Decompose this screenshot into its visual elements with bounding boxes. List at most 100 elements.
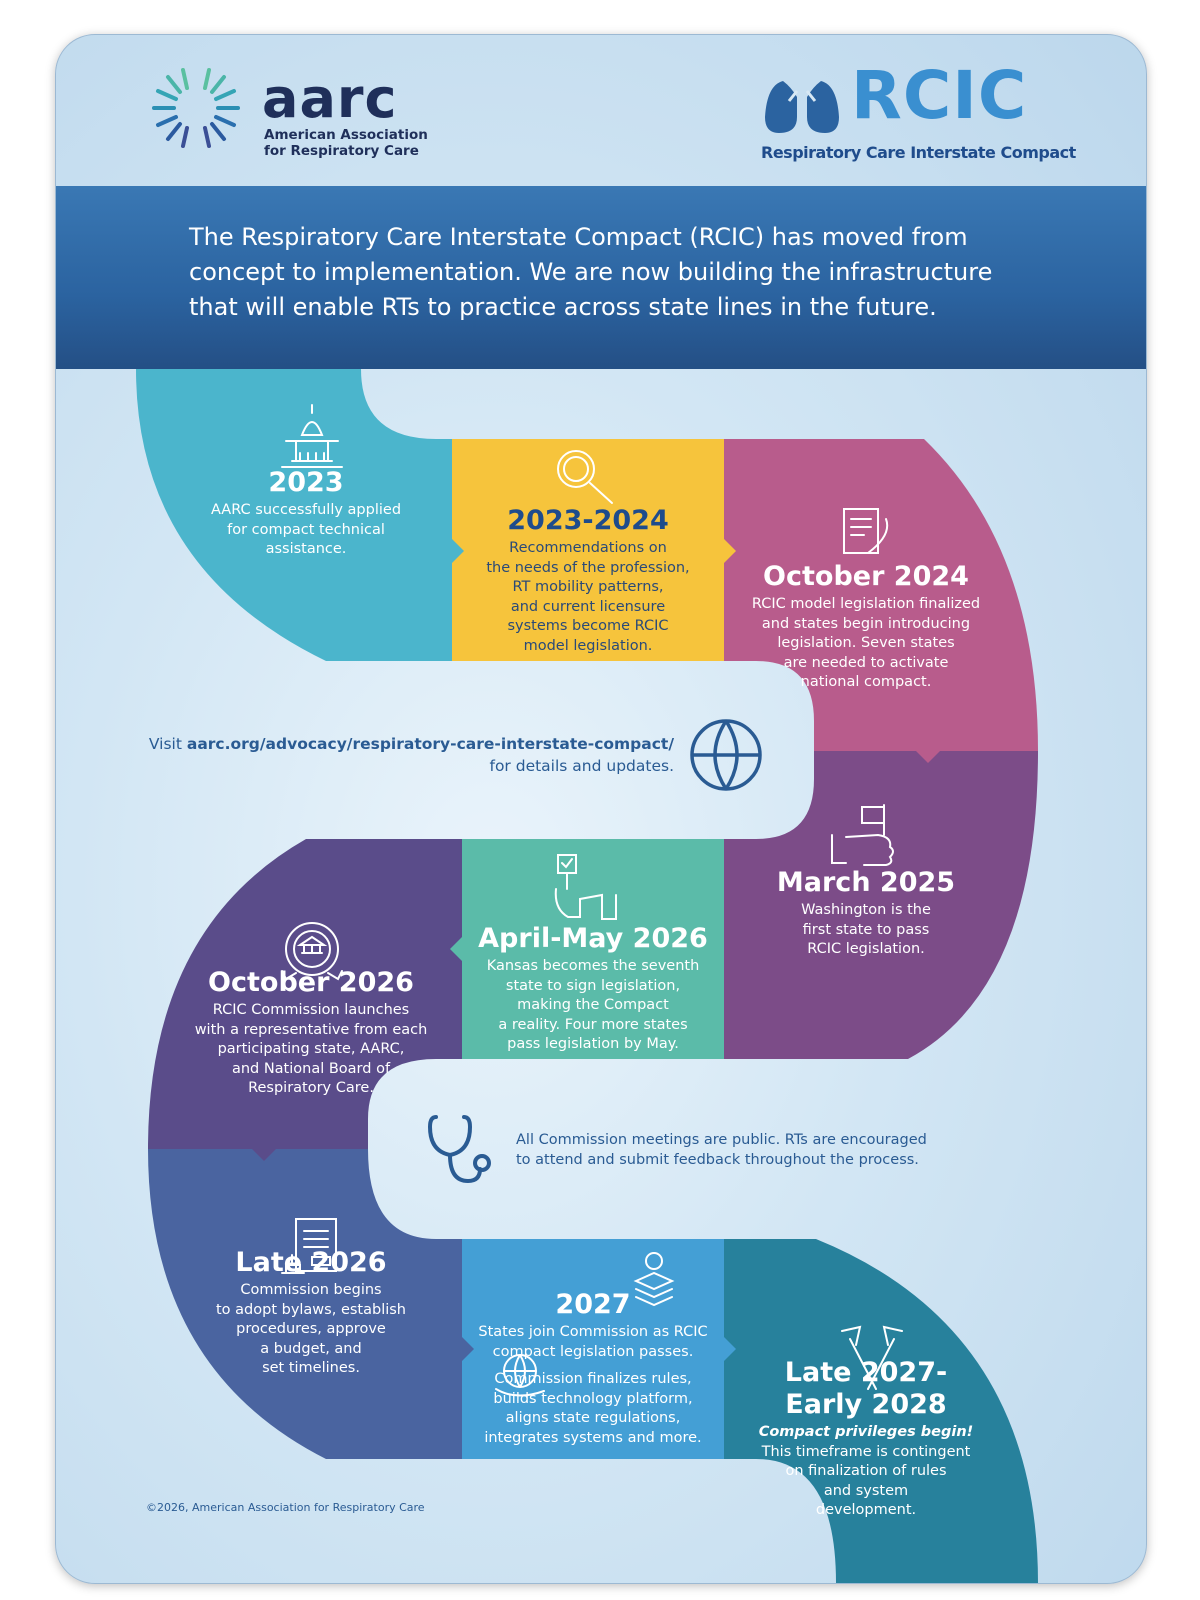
- timeline-text: development.: [815, 1502, 917, 1518]
- timeline-text: procedures, approve: [236, 1321, 386, 1337]
- timeline-text: set timelines.: [262, 1360, 360, 1376]
- timeline-text: on finalization of rules: [785, 1463, 947, 1479]
- band-2023-2024: [452, 439, 724, 661]
- timeline-item-late-2026: Late 2026 Commission begins to adopt byl…: [196, 1247, 426, 1379]
- intro-banner: The Respiratory Care Interstate Compact …: [56, 186, 1146, 369]
- timeline-text: with a representative from each: [194, 1021, 428, 1038]
- band-march-2025: [724, 751, 1038, 1059]
- intro-line: concept to implementation. We are now bu…: [189, 258, 993, 286]
- timeline-text: pass legislation by May.: [507, 1036, 679, 1052]
- stethoscope-icon: [428, 1115, 491, 1184]
- timeline-text: builds technology platform,: [493, 1390, 693, 1407]
- infographic-card: aarc American Association for Respirator…: [55, 34, 1147, 1584]
- timeline-text: AARC successfully applied: [210, 502, 402, 518]
- hand-flag-icon: [831, 804, 894, 866]
- timeline-text: first state to pass: [802, 921, 930, 938]
- band-late-2026: [148, 1149, 462, 1459]
- timeline-text: RT mobility patterns,: [512, 579, 664, 595]
- timeline-year: Early 2028: [785, 1389, 947, 1420]
- aarc-wordmark: aarc: [262, 67, 398, 130]
- timeline-text: and current licensure: [510, 598, 666, 615]
- timeline-text: Commission begins: [240, 1282, 382, 1298]
- band-2027: [462, 1239, 724, 1459]
- rcic-tagline: Respiratory Care Interstate Compact: [761, 143, 1076, 162]
- timeline-text: Respiratory Care.: [248, 1080, 374, 1096]
- crossed-flags-icon: [841, 1325, 903, 1390]
- timeline-text: systems become RCIC: [507, 618, 669, 634]
- aarc-name-line1: American Association: [264, 127, 428, 143]
- timeline-text: making the Compact: [517, 997, 669, 1013]
- timeline-text: aligns state regulations,: [505, 1410, 681, 1426]
- timeline-text: and states begin introducing: [761, 615, 971, 632]
- timeline-text: Kansas becomes the seventh: [486, 958, 700, 974]
- intro-line: that will enable RTs to practice across …: [189, 293, 937, 321]
- timeline-text: States join Commission as RCIC: [478, 1324, 708, 1340]
- band-october-2026: [148, 839, 462, 1149]
- band-2023: [136, 369, 452, 661]
- timeline-item-2027: 2027 States join Commission as RCIC comp…: [462, 1289, 724, 1448]
- timeline-text: state to sign legislation,: [505, 977, 681, 994]
- aarc-logo: aarc American Association for Respirator…: [146, 63, 428, 159]
- timeline-text: integrates systems and more.: [484, 1429, 702, 1446]
- band-october-2024: [724, 439, 1038, 751]
- timeline-text: Washington is the: [801, 902, 931, 918]
- timeline-text: and system: [823, 1482, 909, 1499]
- timeline-year: Late 2026: [235, 1247, 387, 1278]
- visit-info: Visit aarc.org/advocacy/respiratory-care…: [134, 733, 674, 777]
- timeline-item-october-2024: October 2024 RCIC model legislation fina…: [736, 561, 996, 693]
- magnifier-icon: [557, 450, 613, 504]
- timeline-text: This timeframe is contingent: [761, 1443, 971, 1460]
- globe-icon: [690, 719, 762, 791]
- timeline-text: for compact technical: [227, 521, 385, 538]
- gear-layers-icon: [633, 1252, 675, 1307]
- timeline-year: April-May 2026: [478, 923, 708, 954]
- timeline-text: participating state, AARC,: [217, 1041, 405, 1057]
- meetings-info: All Commission meetings are public. RTs …: [516, 1131, 956, 1170]
- visit-prefix: Visit: [148, 735, 187, 753]
- timeline-year: March 2025: [776, 867, 956, 898]
- timeline-text: the needs of the profession,: [486, 559, 690, 576]
- lungs-icon: [765, 65, 839, 133]
- meetings-line: to attend and submit feedback throughout…: [516, 1151, 919, 1168]
- timeline-text: and National Board of: [231, 1060, 391, 1077]
- timeline-item-march-2025: March 2025 Washington is the first state…: [756, 867, 976, 960]
- intro-text: The Respiratory Care Interstate Compact …: [189, 220, 1049, 325]
- band-april-may-2026: [462, 839, 724, 1059]
- hand-sign-icon: [554, 854, 617, 920]
- capitol-icon: [281, 404, 343, 468]
- timeline-text: are needed to activate: [783, 654, 949, 671]
- timeline-text: Commission finalizes rules,: [494, 1371, 692, 1387]
- timeline-text: to adopt bylaws, establish: [215, 1301, 406, 1318]
- timeline-text: RCIC model legislation finalized: [751, 596, 981, 612]
- aarc-burst-icon: [152, 68, 240, 148]
- timeline-item-2023: 2023 AARC successfully applied for compa…: [186, 467, 426, 560]
- visit-suffix: for details and updates.: [489, 757, 674, 775]
- document-pen-icon: [843, 508, 889, 554]
- timeline-text: assistance.: [265, 541, 347, 557]
- globe-hand-icon: [495, 1354, 545, 1397]
- timeline-item-late-2027: Late 2027- Early 2028 Compact privileges…: [746, 1357, 986, 1521]
- rcic-wordmark: RCIC: [851, 57, 1028, 134]
- intro-line: The Respiratory Care Interstate Compact …: [189, 223, 968, 251]
- timeline-item-april-may-2026: April-May 2026 Kansas becomes the sevent…: [462, 923, 724, 1055]
- timeline-text: RCIC Commission launches: [212, 1002, 410, 1018]
- timeline-emphasis: Compact privileges begin!: [758, 1424, 974, 1440]
- timeline-year: October 2024: [763, 561, 969, 592]
- timeline-text: legislation. Seven states: [777, 635, 955, 651]
- timeline-year: 2027: [555, 1289, 631, 1320]
- band-late-2027: [724, 1239, 1038, 1583]
- timeline-text: compact legislation passes.: [492, 1343, 694, 1360]
- timeline-text: national compact.: [800, 674, 932, 690]
- timeline-item-october-2026: October 2026 RCIC Commission launches wi…: [186, 967, 436, 1099]
- meetings-line: All Commission meetings are public. RTs …: [516, 1132, 927, 1148]
- rcic-logo: RCIC Respiratory Care Interstate Compact: [761, 57, 1076, 163]
- timeline-year: 2023: [268, 467, 344, 498]
- document-stamp-icon: [281, 1218, 337, 1274]
- timeline-year: October 2026: [208, 967, 414, 998]
- logo-bar: aarc American Association for Respirator…: [56, 35, 1146, 185]
- rcic-link[interactable]: aarc.org/advocacy/respiratory-care-inter…: [186, 735, 674, 753]
- timeline-band: [136, 369, 1038, 1583]
- timeline-text: RCIC legislation.: [807, 941, 925, 957]
- timeline-text: a reality. Four more states: [498, 1016, 688, 1033]
- timeline-text: a budget, and: [260, 1340, 362, 1357]
